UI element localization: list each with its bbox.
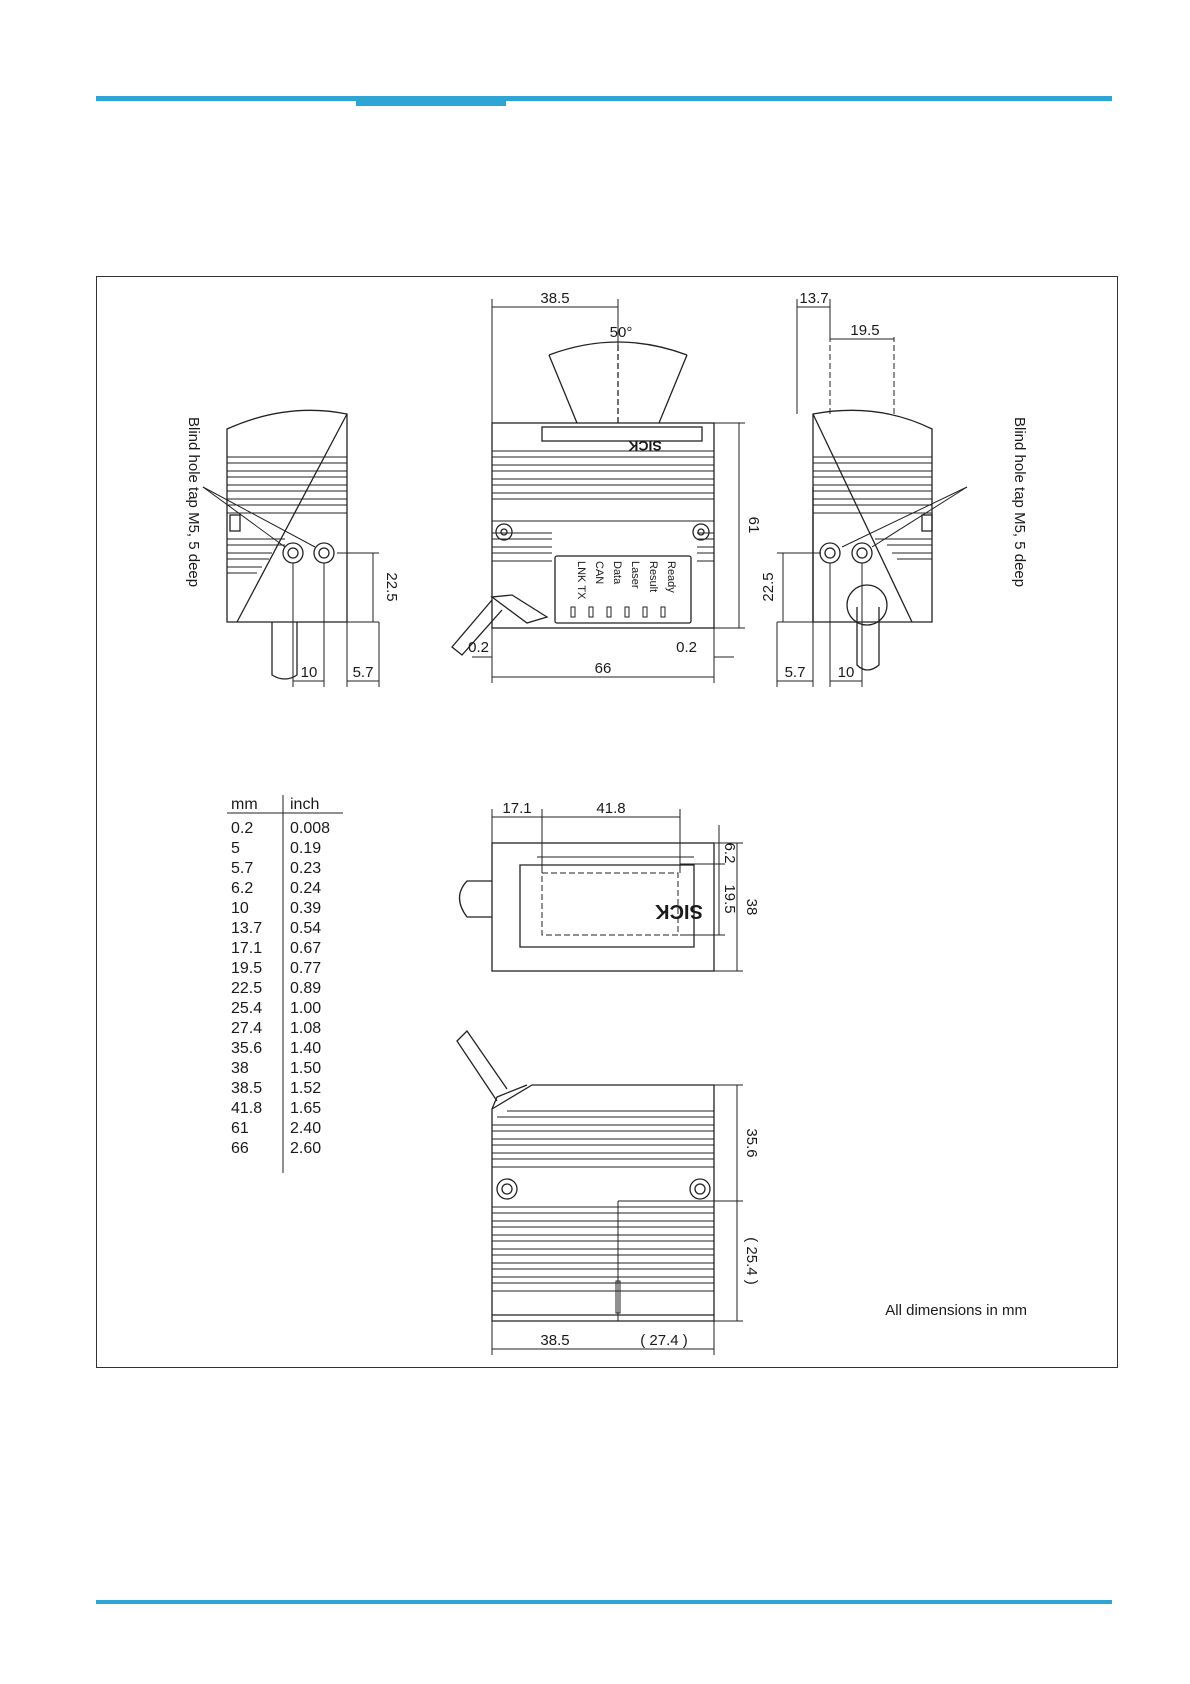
table-cell-inch: 1.52 [290, 1080, 321, 1097]
table-cell-inch: 0.77 [290, 960, 321, 977]
table-cell-inch: 0.39 [290, 900, 321, 917]
table-cell-inch: 1.40 [290, 1040, 321, 1057]
table-cell-mm: 41.8 [231, 1100, 262, 1117]
dim-gap-left: 0.2 [468, 639, 489, 656]
led-label-laser: Laser [629, 561, 641, 589]
table-cell-inch: 0.008 [290, 820, 330, 837]
right-side-dimensions [776, 299, 894, 687]
table-cell-mm: 10 [231, 900, 249, 917]
conversion-table-rules [227, 795, 343, 1173]
dim-5-7-right: 5.7 [785, 664, 806, 681]
table-cell-mm: 5.7 [231, 860, 253, 877]
dim-41-8: 41.8 [596, 800, 625, 817]
dimension-drawing: 38.5 50° 61 0.2 0.2 66 SICK Ready Result… [185, 290, 1028, 1355]
table-cell-inch: 1.50 [290, 1060, 321, 1077]
table-cell-mm: 61 [231, 1120, 249, 1137]
dim-61: 61 [745, 517, 762, 534]
dim-22-5-right: 22.5 [760, 572, 777, 601]
dim-5-7-left: 5.7 [353, 664, 374, 681]
dim-35-6: 35.6 [743, 1128, 760, 1157]
table-cell-mm: 22.5 [231, 980, 262, 997]
table-cell-mm: 27.4 [231, 1020, 262, 1037]
dimensions-note: All dimensions in mm [885, 1302, 1027, 1319]
blind-hole-label-left: Blind hole tap M5, 5 deep [185, 417, 202, 587]
left-side-dimensions [292, 552, 380, 687]
table-cell-mm: 13.7 [231, 920, 262, 937]
led-label-ready: Ready [665, 561, 677, 593]
table-cell-inch: 0.24 [290, 880, 321, 897]
table-header-inch: inch [290, 796, 319, 813]
bottom-view [456, 1029, 715, 1322]
table-cell-inch: 0.19 [290, 840, 321, 857]
dim-27-4: ( 27.4 ) [640, 1332, 688, 1349]
front-view-dimensions [472, 299, 745, 683]
table-cell-mm: 38 [231, 1060, 249, 1077]
table-cell-mm: 5 [231, 840, 240, 857]
dim-10-right: 10 [838, 664, 855, 681]
front-view [451, 341, 715, 656]
table-cell-inch: 0.54 [290, 920, 321, 937]
table-cell-mm: 6.2 [231, 880, 253, 897]
led-label-data: Data [611, 561, 623, 585]
footer-accent-bar [96, 1600, 1112, 1604]
blind-hole-label-right: Blind hole tap M5, 5 deep [1011, 417, 1028, 587]
table-cell-mm: 0.2 [231, 820, 253, 837]
table-cell-inch: 1.65 [290, 1100, 321, 1117]
header-accent-bar [96, 96, 1112, 106]
dim-66: 66 [595, 660, 612, 677]
dim-13-7: 13.7 [799, 290, 828, 307]
left-side-view [202, 409, 348, 680]
dim-38: 38 [743, 899, 760, 916]
led-label-can: CAN [593, 561, 605, 584]
table-cell-inch: 2.40 [290, 1120, 321, 1137]
top-view [458, 842, 715, 972]
bottom-view-dimensions [491, 1084, 743, 1355]
dim-6-2: 6.2 [721, 843, 738, 864]
table-cell-mm: 19.5 [231, 960, 262, 977]
table-cell-mm: 17.1 [231, 940, 262, 957]
table-header-mm: mm [231, 796, 258, 813]
dim-38-5-bottom: 38.5 [540, 1332, 569, 1349]
table-cell-mm: 66 [231, 1140, 249, 1157]
dim-10-left: 10 [301, 664, 318, 681]
brand-logo-top: SICK [655, 900, 703, 922]
table-cell-mm: 25.4 [231, 1000, 262, 1017]
dimension-drawing-frame: 38.5 50° 61 0.2 0.2 66 SICK Ready Result… [96, 276, 1118, 1368]
led-label-lnk-tx: LNK TX [575, 561, 587, 600]
brand-logo-front: SICK [628, 438, 661, 454]
table-cell-mm: 38.5 [231, 1080, 262, 1097]
conversion-table: mm inch 0.2 0.008 5 0.19 5.7 0.23 6.2 0.24 10 0.39 1… [231, 796, 330, 1157]
table-cell-inch: 1.08 [290, 1020, 321, 1037]
dim-22-5-left: 22.5 [383, 572, 400, 601]
table-cell-mm: 35.6 [231, 1040, 262, 1057]
led-label-result: Result [647, 561, 659, 592]
top-view-dimensions [491, 809, 743, 972]
table-cell-inch: 1.00 [290, 1000, 321, 1017]
table-cell-inch: 2.60 [290, 1140, 321, 1157]
dim-angle: 50° [610, 324, 633, 341]
dim-38-5-top: 38.5 [540, 290, 569, 307]
table-cell-inch: 0.23 [290, 860, 321, 877]
table-cell-inch: 0.89 [290, 980, 321, 997]
table-cell-inch: 0.67 [290, 940, 321, 957]
dim-25-4: ( 25.4 ) [743, 1237, 760, 1285]
dim-17-1: 17.1 [502, 800, 531, 817]
dim-gap-right: 0.2 [676, 639, 697, 656]
dim-19-5-mid: 19.5 [721, 884, 738, 913]
dim-19-5-right: 19.5 [850, 322, 879, 339]
right-side-view [812, 337, 968, 671]
